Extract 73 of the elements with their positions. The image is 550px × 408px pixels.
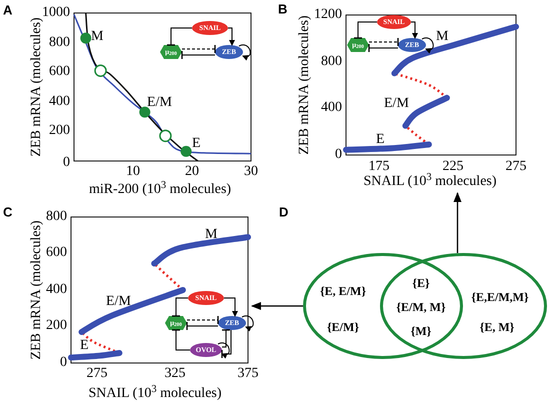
inhibition-line [186, 315, 219, 325]
tick-label: 225 [442, 160, 464, 174]
axis-title: miR-200 (10$^{3}$ molecules) [88, 183, 232, 197]
panel-letter: B [278, 2, 288, 16]
set-label: {E, E/M} [320, 283, 366, 300]
inhibition-line [186, 321, 218, 331]
state-label: M [205, 228, 218, 242]
tick-label: 800 [321, 55, 342, 69]
tick-label: 275 [506, 160, 526, 174]
state-label: E/M [106, 295, 131, 309]
tick-label: 20 [185, 165, 199, 179]
tick-label: 275 [86, 367, 108, 381]
tick-label: 1200 [314, 8, 342, 22]
arrow [422, 38, 434, 54]
arrow [242, 316, 254, 332]
tick-label: 0 [63, 156, 70, 170]
state-label: E [80, 339, 89, 353]
axis-title: ZEB mRNA (molecules) [30, 220, 44, 360]
panel-letter: C [3, 206, 12, 218]
axis-title: ZEB mRNA (molecules) [30, 17, 44, 157]
tick-label: 400 [321, 101, 342, 115]
panel-letter: D [279, 206, 288, 218]
tick-label: 175 [368, 160, 390, 174]
tick-label: 0 [60, 356, 67, 370]
set-label: {E,E/M,M} [471, 289, 529, 306]
state-label: E [192, 137, 201, 151]
tick-label: 30 [244, 165, 258, 179]
inhibition-line [181, 50, 216, 60]
inhibition-line [171, 329, 190, 350]
inhibition-line [353, 22, 378, 39]
state-label: E/M [384, 97, 409, 111]
set-label: {M} [410, 325, 432, 337]
inhibition-line [221, 329, 231, 348]
arrow [218, 342, 230, 358]
state-label: E/M [147, 96, 172, 110]
inhibition-line [182, 44, 216, 54]
arrow [410, 22, 418, 39]
arrow [238, 44, 251, 60]
state-label: M [436, 30, 448, 44]
tick-label: 0 [335, 148, 342, 162]
axis-title: SNAIL (10$^{3}$ molecules) [363, 175, 497, 189]
arrow [454, 192, 462, 253]
arrow [224, 298, 238, 317]
axis-title: ZEB mRNA (molecules) [298, 15, 312, 155]
tick-label: 200 [46, 319, 67, 333]
tick-label: 800 [46, 210, 67, 224]
tick-label: 325 [164, 367, 186, 381]
inhibition-line [368, 43, 398, 53]
state-label: M [91, 30, 104, 44]
set-label: {E, M} [480, 319, 514, 336]
inhibition-line [368, 37, 399, 47]
tick-label: 600 [49, 65, 70, 79]
inhibition-line [221, 330, 232, 359]
set-ellipse [303, 253, 463, 359]
tick-label: 400 [46, 283, 67, 297]
tick-label: 10 [126, 165, 140, 179]
inhibition-line [171, 298, 188, 317]
tick-label: 375 [238, 367, 258, 381]
arrow [251, 302, 303, 310]
set-label: {E/M} [326, 319, 360, 336]
tick-label: 600 [46, 246, 67, 260]
state-label: E [376, 133, 385, 147]
set-label: {E/M, M} [396, 301, 446, 313]
axis-title: SNAIL (10$^{3}$ molecules) [88, 387, 222, 401]
panel-letter: A [3, 4, 12, 16]
set-ellipse [380, 253, 547, 359]
tick-label: 1000 [42, 6, 70, 20]
set-label: {E} [412, 277, 430, 289]
inhibition-line [166, 28, 192, 46]
tick-label: 800 [49, 36, 70, 50]
arrow [228, 28, 235, 46]
tick-label: 400 [49, 95, 70, 109]
tick-label: 200 [49, 124, 70, 138]
